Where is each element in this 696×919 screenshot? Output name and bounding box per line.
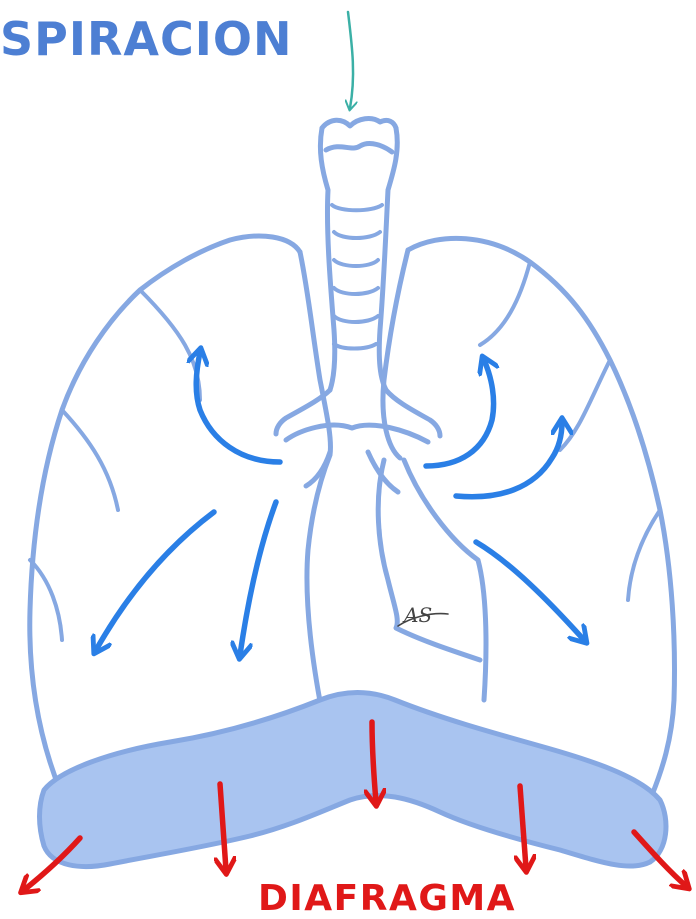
left-lower-air-arrow-icon bbox=[96, 512, 214, 650]
tracheal-rings bbox=[332, 205, 382, 349]
right-middle-air-arrow-icon bbox=[456, 422, 562, 497]
diaphragm-label: DIAFRAGMA bbox=[258, 878, 516, 919]
right-lower-air-arrow-icon bbox=[476, 542, 584, 640]
air-flow-arrows bbox=[96, 352, 584, 655]
left-center-air-arrow-icon bbox=[240, 502, 276, 655]
inflow-arrow-icon bbox=[348, 12, 353, 108]
left-fissure bbox=[30, 290, 200, 640]
left-upper-air-arrow-icon bbox=[196, 352, 280, 462]
right-upper-air-arrow-icon bbox=[426, 360, 494, 466]
signature-mark: AS bbox=[398, 603, 448, 627]
signature-text: AS bbox=[402, 603, 432, 627]
carina bbox=[286, 425, 428, 442]
right-fissure bbox=[480, 262, 660, 600]
right-lung-outline bbox=[408, 238, 674, 795]
title-label: SPIRACION bbox=[0, 12, 292, 66]
trachea-top bbox=[322, 119, 396, 128]
trachea-rim bbox=[326, 144, 392, 152]
diaphragm-shape bbox=[40, 693, 666, 867]
